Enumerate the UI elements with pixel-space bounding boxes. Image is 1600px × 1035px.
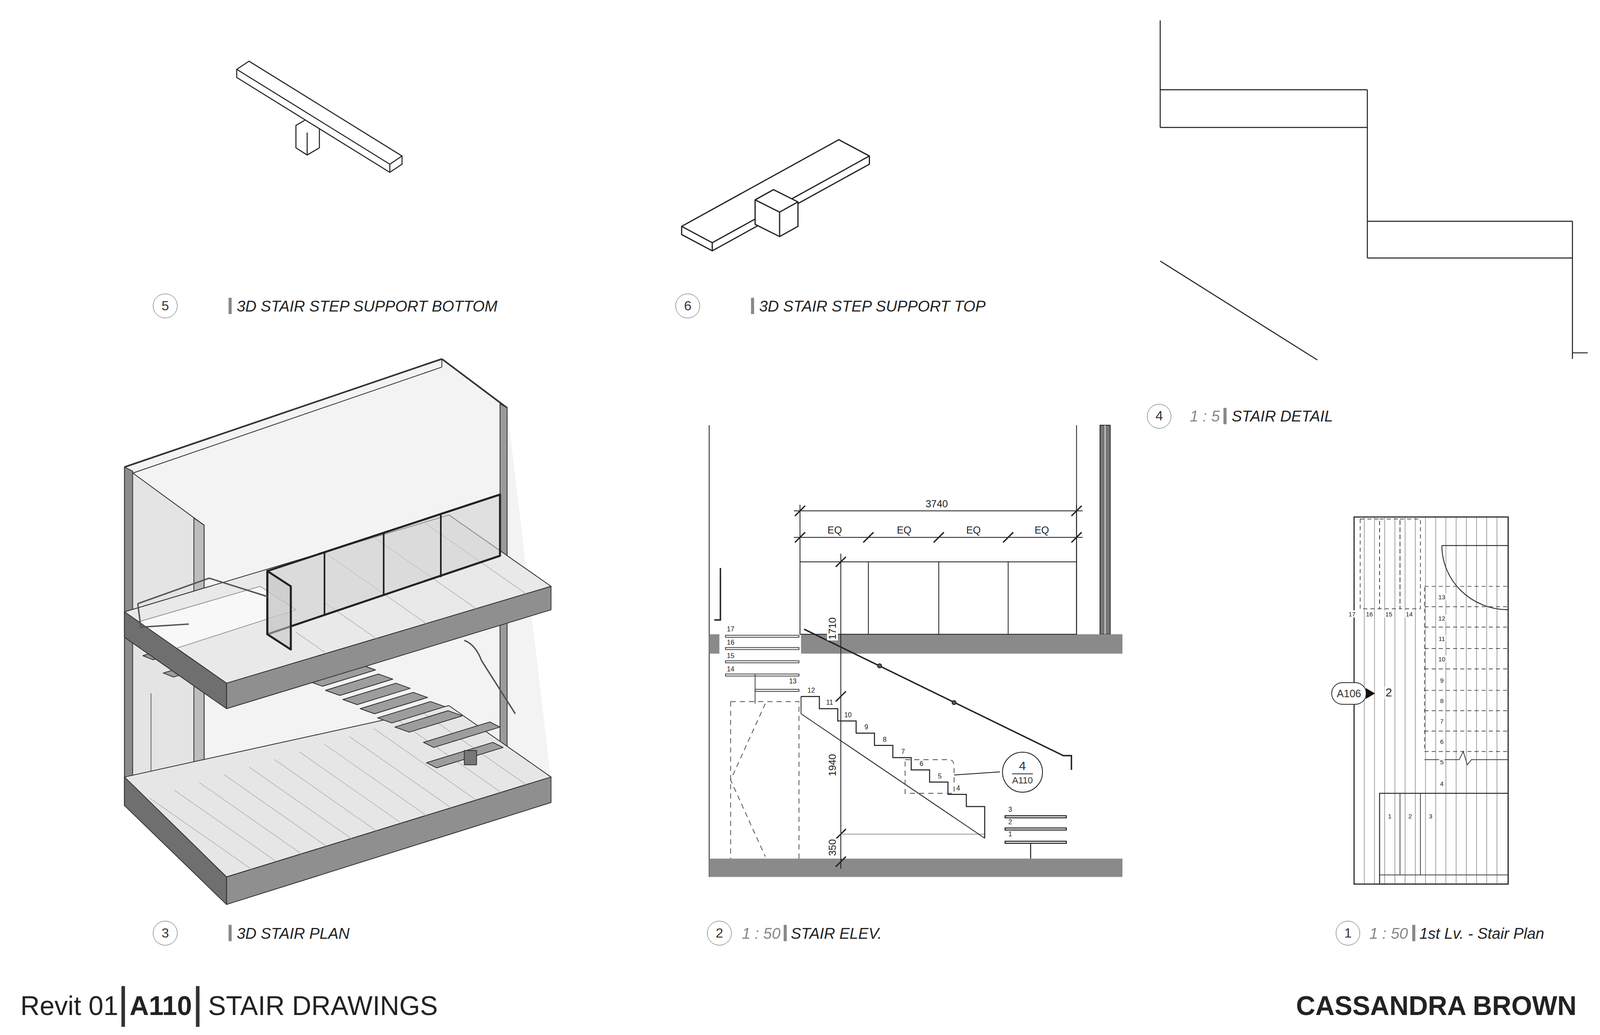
step-number: 9 [863, 723, 870, 732]
callout-number: 4 [1019, 759, 1027, 773]
callout-number: 4 [1155, 409, 1163, 424]
dimension-text: 1710 [827, 616, 838, 641]
step-number: 16 [1365, 610, 1374, 618]
section-arrow [1365, 687, 1376, 700]
title-block-text: STAIR DRAWINGS [208, 992, 438, 1020]
callout-number: 6 [684, 299, 692, 314]
callout-number: 2 [715, 926, 724, 941]
step-number: 12 [806, 687, 816, 695]
step-number: 2 [1384, 686, 1393, 700]
callout-number: A106 [1336, 688, 1361, 700]
step-number: 8 [1439, 697, 1445, 705]
view-title: STAIR DETAIL [1231, 408, 1333, 425]
view-title: 3D STAIR STEP SUPPORT BOTTOM [236, 298, 498, 314]
step-number: 2 [1007, 818, 1013, 827]
view-number-circle: 2 [707, 921, 732, 946]
step-number: 14 [726, 665, 736, 674]
step-number: 11 [825, 699, 835, 707]
step-number: 7 [1439, 717, 1445, 725]
view-scale: 1 : 50 [741, 925, 781, 942]
step-number: 5 [1439, 758, 1445, 766]
title-block-text: Revit 01 [20, 992, 119, 1020]
callout-number: 3 [161, 926, 170, 941]
step-number: 1 [1007, 830, 1013, 839]
section-marker: A106 [1331, 682, 1367, 705]
title-block-text: CASSANDRA BROWN [1296, 992, 1577, 1020]
step-number: 15 [726, 652, 736, 660]
step-number: 6 [918, 760, 925, 768]
step-number: 3 [1427, 812, 1433, 820]
step-number: 17 [1347, 610, 1357, 618]
dimension-text: EQ [1033, 525, 1050, 536]
section-callout-bubble: 4A110 [1002, 752, 1043, 793]
view-title: 3D STAIR STEP SUPPORT TOP [759, 298, 986, 314]
view-number-circle: 4 [1147, 404, 1172, 429]
step-number: 6 [1439, 738, 1445, 746]
step-number: 11 [1437, 635, 1447, 643]
step-number: 16 [726, 639, 736, 647]
view-title: STAIR ELEV. [790, 925, 883, 942]
step-number: 13 [788, 677, 798, 686]
dimension-text: EQ [965, 525, 982, 536]
callout-number: 5 [161, 299, 170, 314]
view-number-circle: 5 [152, 293, 178, 319]
step-number: 9 [1439, 677, 1445, 685]
view-number-circle: 6 [675, 293, 700, 319]
step-number: 10 [1437, 655, 1447, 663]
title-block-text: A110 [129, 992, 192, 1020]
step-number: 15 [1384, 610, 1394, 618]
view-number-circle: 1 [1335, 921, 1361, 946]
step-number: 4 [955, 785, 961, 793]
view-scale: 1 : 50 [1369, 925, 1409, 942]
section-arrow-head [1365, 688, 1375, 700]
step-number: 10 [843, 711, 853, 720]
step-number: 3 [1007, 806, 1013, 814]
step-number: 14 [1405, 610, 1414, 618]
step-number: 7 [900, 748, 906, 756]
step-number: 8 [882, 736, 888, 744]
step-number: 13 [1437, 593, 1447, 601]
view-number-circle: 3 [152, 921, 178, 946]
callout-number: 1 [1344, 926, 1352, 941]
step-number: 1 [1387, 812, 1393, 820]
step-number: 2 [1407, 812, 1413, 820]
dimension-text: 1940 [827, 753, 838, 778]
dimension-text: EQ [826, 525, 843, 536]
view-title: 3D STAIR PLAN [236, 925, 350, 942]
step-number: 4 [1439, 780, 1445, 788]
step-number: 5 [937, 772, 943, 781]
sheet-reference: A110 [1012, 773, 1033, 786]
view-scale: 1 : 5 [1190, 408, 1220, 425]
step-number: 17 [726, 625, 736, 634]
step-number: 12 [1437, 615, 1447, 623]
dimension-text: EQ [895, 525, 913, 536]
view-title: 1st Lv. - Stair Plan [1419, 925, 1545, 942]
dimension-text: 3740 [924, 498, 949, 510]
dimension-text: 350 [827, 838, 838, 858]
